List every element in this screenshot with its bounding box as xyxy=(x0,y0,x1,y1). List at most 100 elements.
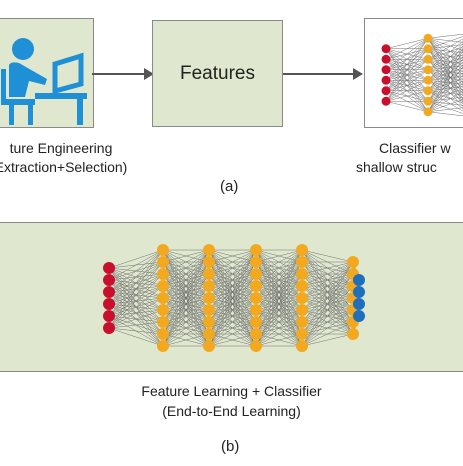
hidden-node xyxy=(157,328,169,340)
connection-edge xyxy=(255,249,303,287)
connection-edge xyxy=(208,297,257,347)
connection-edge xyxy=(108,321,164,329)
connection-edge xyxy=(108,261,164,329)
connection-edge xyxy=(255,249,303,323)
input-node xyxy=(381,54,391,64)
hidden-node xyxy=(296,304,308,316)
connection-edge xyxy=(108,327,164,347)
classifier-caption-line2: shallow struc xyxy=(356,159,437,175)
hidden-node xyxy=(296,244,308,256)
hidden-node xyxy=(250,316,262,328)
hidden-node xyxy=(203,280,215,292)
feature-engineering-caption-line1: ture Engineering xyxy=(9,140,113,156)
input-node xyxy=(381,75,391,85)
connection-edge xyxy=(208,249,257,335)
hidden-node xyxy=(250,292,262,304)
hidden-node xyxy=(250,256,262,268)
connection-edge xyxy=(385,59,429,102)
connection-edge xyxy=(208,261,257,347)
end-to-end-caption-line1: Feature Learning + Classifier xyxy=(141,383,322,399)
hidden-node xyxy=(157,292,169,304)
hidden-node xyxy=(203,268,215,280)
connection-edge xyxy=(427,111,463,117)
hidden-node xyxy=(423,75,433,85)
classifier-caption: Classifier w shallow struc xyxy=(356,140,463,175)
input-node xyxy=(103,310,115,322)
connection-edge xyxy=(301,261,354,311)
hidden-node xyxy=(250,304,262,316)
connection-edge xyxy=(255,273,303,347)
connection-edge xyxy=(301,297,354,347)
hidden-node xyxy=(347,256,359,268)
feature-engineering-box xyxy=(0,18,94,128)
hidden-node xyxy=(423,54,433,64)
hidden-node xyxy=(296,280,308,292)
connection-edge xyxy=(162,249,210,335)
hidden-node xyxy=(203,316,215,328)
connection-edge xyxy=(301,309,354,347)
connection-edge xyxy=(427,91,463,112)
connection-edge xyxy=(162,249,210,323)
hidden-node xyxy=(157,256,169,268)
connection-edge xyxy=(255,249,303,335)
input-node xyxy=(103,262,115,274)
connection-edge xyxy=(427,45,463,91)
connection-edge xyxy=(162,321,210,347)
connection-edge xyxy=(255,249,303,311)
connection-edge xyxy=(162,249,210,275)
connection-edge xyxy=(108,285,164,329)
hidden-node xyxy=(157,304,169,316)
connection-edge xyxy=(385,38,429,81)
hidden-node xyxy=(296,268,308,280)
connection-edge xyxy=(385,90,429,102)
hidden-node xyxy=(157,316,169,328)
connection-edge xyxy=(301,261,354,335)
hidden-node xyxy=(296,328,308,340)
end-to-end-box xyxy=(0,222,463,372)
input-node xyxy=(103,298,115,310)
hidden-node xyxy=(250,328,262,340)
connection-edge xyxy=(108,249,164,281)
hidden-node xyxy=(203,304,215,316)
panel-b-tag: (b) xyxy=(221,438,240,455)
hidden-node xyxy=(203,340,215,352)
connection-edge xyxy=(255,249,303,275)
connection-edge xyxy=(385,69,429,102)
connection-edge xyxy=(208,285,257,347)
connection-edge xyxy=(255,261,303,347)
connection-edge xyxy=(427,38,463,60)
hidden-node xyxy=(250,280,262,292)
connection-edge xyxy=(385,38,429,49)
hidden-node xyxy=(203,292,215,304)
hidden-node xyxy=(157,268,169,280)
input-node xyxy=(103,274,115,286)
connection-edge xyxy=(427,107,463,112)
hidden-node xyxy=(423,86,433,96)
hidden-node xyxy=(157,340,169,352)
connection-edge xyxy=(162,309,210,347)
connection-edge xyxy=(385,38,429,60)
hidden-node xyxy=(157,280,169,292)
connection-edge xyxy=(162,273,210,347)
output-node xyxy=(353,286,365,298)
hidden-node xyxy=(423,44,433,54)
connection-edge xyxy=(427,66,463,112)
connection-edge xyxy=(108,249,164,269)
hidden-node xyxy=(347,328,359,340)
connection-edge xyxy=(162,249,210,263)
panel-a-tag: (a) xyxy=(220,178,239,195)
input-node xyxy=(103,286,115,298)
arrow-to-classifier xyxy=(283,68,363,80)
connection-edge xyxy=(208,273,257,347)
deep-neural-network xyxy=(103,244,365,352)
connection-edge xyxy=(385,48,429,102)
connection-edge xyxy=(108,249,164,329)
end-to-end-caption-line2: (End-to-End Learning) xyxy=(162,403,301,419)
connection-edge xyxy=(108,273,164,329)
connection-edge xyxy=(255,333,303,347)
shallow-neural-network xyxy=(381,33,463,117)
connection-edge xyxy=(427,36,463,49)
connection-edge xyxy=(208,249,257,311)
input-node xyxy=(103,322,115,334)
hidden-node xyxy=(250,268,262,280)
